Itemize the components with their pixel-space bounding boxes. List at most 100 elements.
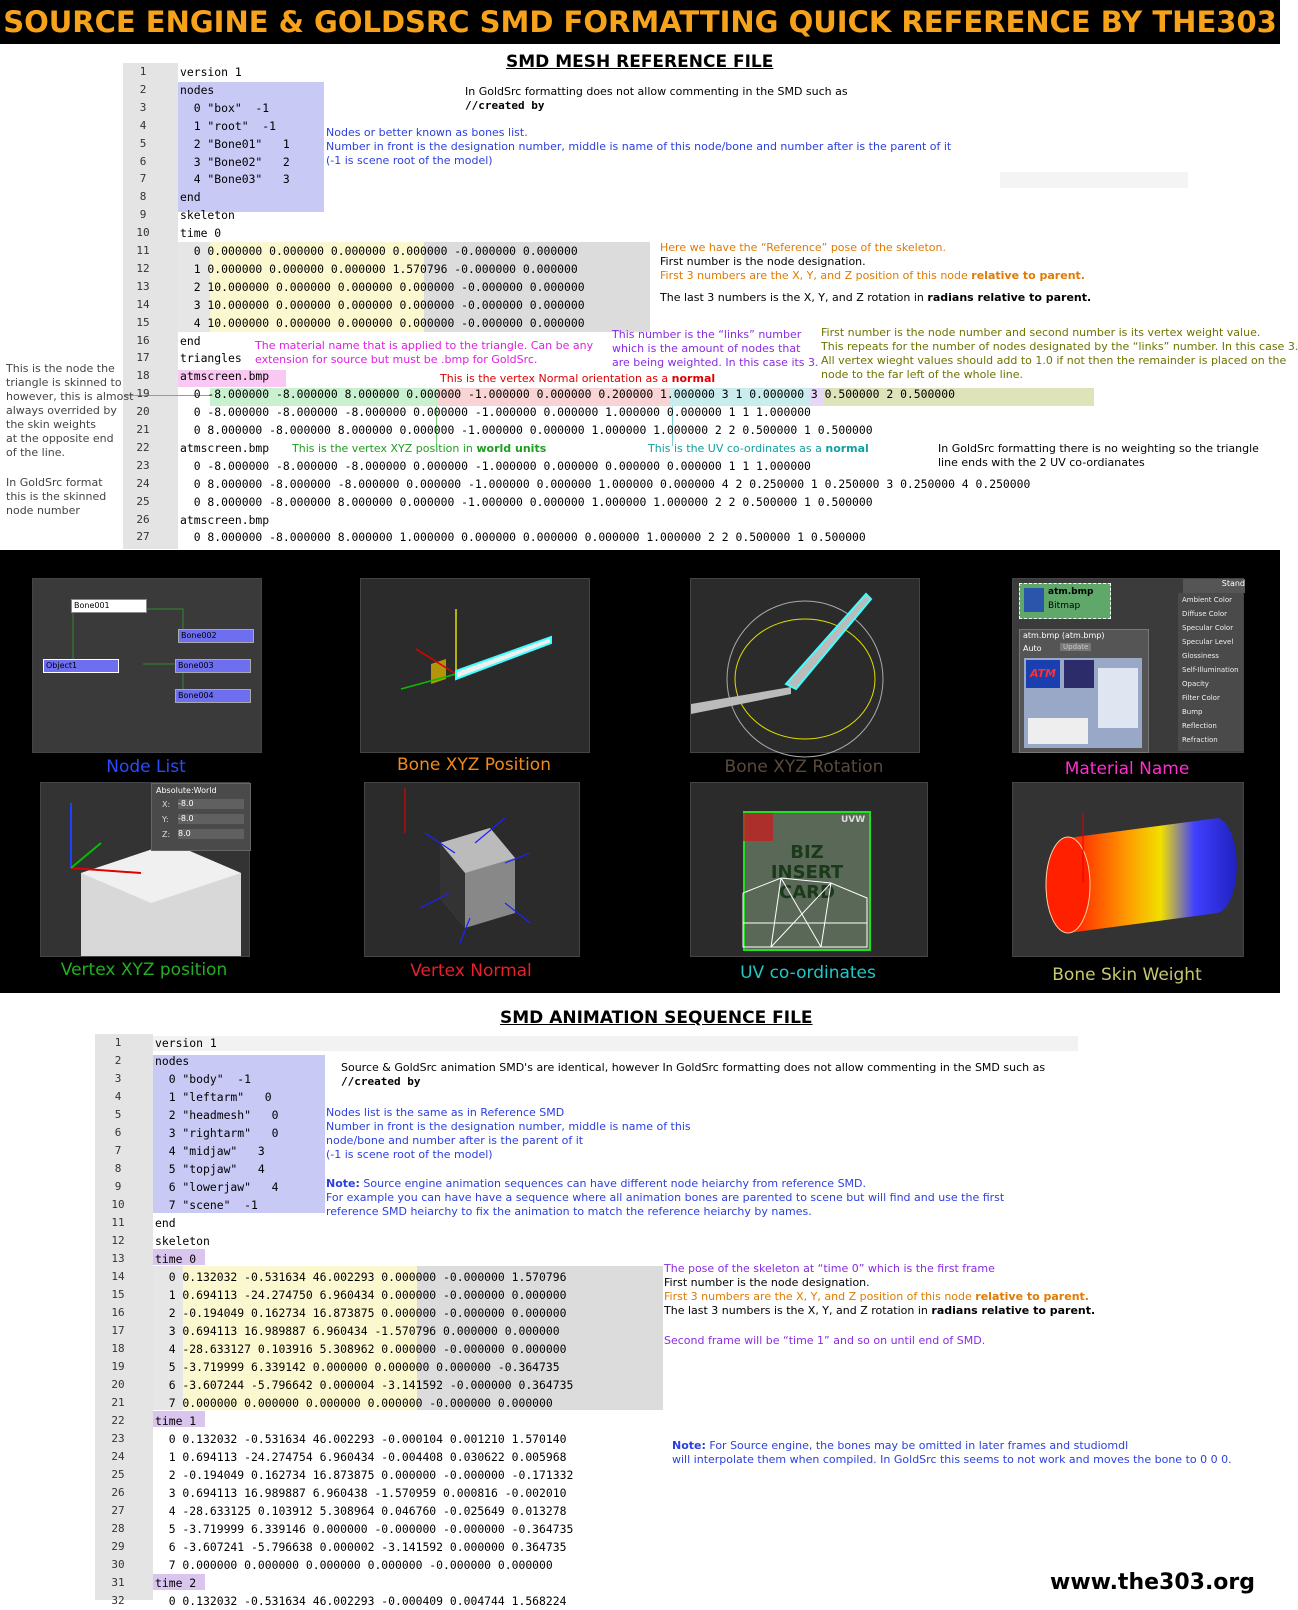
page-banner: SOURCE ENGINE & GOLDSRC SMD FORMATTING Q… [0, 0, 1280, 44]
anim-highlight-ids [153, 1266, 183, 1410]
anim-code-line: 7 "scene" -1 [155, 1198, 258, 1212]
mesh-code-line: 2 "Bone01" 1 [180, 136, 290, 151]
anim-note-pose-1: The pose of the skeleton at “time 0” whi… [664, 1262, 995, 1275]
mesh-line-number: 27 [136, 530, 150, 544]
anim-code-line: 7 0.000000 0.000000 0.000000 0.000000 -0… [155, 1396, 553, 1410]
anim-line-number: 12 [111, 1234, 125, 1247]
thumb-vertex-normal [364, 782, 580, 957]
mesh-line-number: 14 [136, 297, 150, 311]
anim-code-line: 4 -28.633125 0.103912 5.308964 0.046760 … [155, 1504, 567, 1518]
caption-vertex-position: Vertex XYZ position [40, 960, 248, 980]
note-ref-3b: relative to parent. [971, 269, 1085, 282]
bitmap-title: atm.bmp (atm.bmp) [1023, 631, 1105, 640]
mesh-line-number: 13 [136, 279, 150, 293]
caption-uv: UV co-ordinates [690, 963, 926, 983]
mesh-code-line: 0 0.000000 0.000000 0.000000 0.000000 -0… [180, 244, 578, 258]
anim-code-line: time 0 [155, 1252, 197, 1266]
anim-note-heirarchy-1: Note: Source engine animation sequences … [326, 1177, 866, 1191]
material-slot[interactable]: Opacity [1182, 680, 1209, 688]
anim-note-nodes-2: Number in front is the designation numbe… [326, 1120, 691, 1133]
anim-note-pose-3: First 3 numbers are the X, Y, and Z posi… [664, 1290, 1089, 1304]
uv-mesh-lines [742, 813, 868, 948]
note-left-10: node number [6, 504, 80, 517]
material-slot[interactable]: Reflection [1182, 722, 1217, 730]
bitmap-thumb [1024, 588, 1044, 612]
mesh-line-number: 22 [136, 440, 150, 454]
mesh-code-line: 1 "root" -1 [180, 118, 277, 133]
note-material-1: The material name that is applied to the… [255, 339, 594, 352]
anim-code-line: 2 "headmesh" 0 [155, 1108, 279, 1122]
anim-line-number-gutter [95, 1034, 153, 1600]
y-spinner[interactable]: -8.0 [178, 814, 244, 824]
texture-tile-3 [1098, 668, 1138, 728]
mesh-code-line: 0 8.000000 -8.000000 -8.000000 0.000000 … [180, 476, 1031, 491]
anim-code-line: 0 0.132032 -0.531634 46.002293 0.000000 … [155, 1270, 567, 1284]
note-left-7: of the line. [6, 446, 65, 459]
note-normal: This is the vertex Normal orientation as… [440, 372, 715, 386]
mesh-line-number: 11 [136, 244, 150, 257]
note-links-1: This number is the “links” number [612, 328, 802, 341]
anim-line-number: 20 [111, 1378, 125, 1391]
anim-line-number: 16 [111, 1306, 125, 1319]
uv-card-text: BIZ INSERT CARD [770, 842, 844, 903]
anim-highlight-rotations [417, 1266, 663, 1410]
caption-skin-weight-text: Bone Skin Weight [1052, 965, 1202, 985]
bitmap-name: atm.bmp [1048, 587, 1094, 597]
mesh-code-line: version 1 [180, 65, 242, 79]
update-button[interactable]: Update [1060, 643, 1092, 651]
anim-line-number: 25 [111, 1468, 125, 1481]
x-spinner[interactable]: -8.0 [178, 799, 244, 809]
anim-note-created-by: //created by [341, 1075, 421, 1088]
material-slot[interactable]: Specular Color [1182, 624, 1234, 632]
anim-code-line: 3 0.694113 16.989887 6.960434 -1.570796 … [155, 1324, 560, 1338]
node-bone004: Bone004 [175, 689, 251, 703]
mesh-code-line: 4 "Bone03" 3 [180, 172, 290, 187]
material-slot[interactable]: Self-Illumination [1182, 666, 1239, 674]
material-slot[interactable]: Glossiness [1182, 652, 1219, 660]
material-slot[interactable]: Specular Level [1182, 638, 1234, 646]
note-uv-a: This is the UV co-ordinates as a [648, 442, 826, 455]
mesh-code-line: end [180, 190, 201, 205]
footer-url[interactable]: www.the303.org [1050, 1570, 1256, 1595]
caption-bone-position: Bone XYZ Position [360, 755, 588, 775]
material-slot[interactable]: Diffuse Color [1182, 610, 1228, 618]
note-uv-b: normal [825, 442, 869, 455]
z-spinner[interactable]: 8.0 [178, 829, 244, 839]
texture-preview: ATM [1024, 658, 1142, 748]
anim-note-heirarchy-3: reference SMD heiarchy to fix the animat… [326, 1205, 812, 1218]
note-weight-2: This repeats for the number of nodes des… [821, 340, 1298, 353]
material-slot[interactable]: Refraction [1182, 736, 1218, 744]
anim-line-number: 18 [111, 1342, 125, 1355]
highlight-uv [670, 388, 810, 406]
transform-panel: Absolute:World X: -8.0 Y: -8.0 Z: 8.0 [151, 783, 251, 851]
material-slot[interactable]: Filter Color [1182, 694, 1220, 702]
anim-note-heirarchy-1-text: Source engine animation sequences can ha… [359, 1177, 867, 1190]
note-pos: This is the vertex XYZ position in world… [292, 442, 546, 456]
mesh-line-number: 18 [136, 369, 150, 383]
anim-note-pose-4b: radians relative to parent. [931, 1304, 1096, 1317]
note-left-4: always overrided by [6, 404, 117, 417]
material-slot[interactable]: Bump [1182, 708, 1203, 716]
standard-node: Stand [1183, 579, 1245, 593]
note-nodes-2: Number in front is the designation numbe… [326, 140, 952, 153]
anim-line-number: 17 [111, 1324, 125, 1337]
anim-line-number: 28 [111, 1522, 125, 1535]
note-left-1: This is the node the [6, 362, 115, 375]
note-ref-4: The last 3 numbers is the X, Y, and Z ro… [660, 291, 1091, 305]
x-label: X: [162, 800, 171, 809]
anim-note-omit-1: Note: For Source engine, the bones may b… [672, 1439, 1128, 1453]
auto-checkbox[interactable]: Auto [1023, 644, 1042, 653]
material-slot[interactable]: Ambient Color [1182, 596, 1232, 604]
note-links-2: which is the amount of nodes that [612, 342, 801, 355]
highlight-material [178, 370, 286, 387]
anim-highlight-time0 [153, 1249, 205, 1265]
mesh-code-line: atmscreen.bmp [180, 440, 270, 455]
mesh-line-number: 9 [139, 208, 147, 222]
mesh-code-line: time 0 [180, 226, 222, 241]
anim-code-line: 3 0.694113 16.989887 6.960438 -1.570959 … [155, 1486, 567, 1500]
anim-line-number: 2 [114, 1054, 122, 1067]
line-number-gutter [123, 63, 178, 549]
caption-material-name-text: Material Name [1064, 759, 1190, 779]
note-nodes-1: Nodes or better known as bones list. [326, 126, 528, 139]
